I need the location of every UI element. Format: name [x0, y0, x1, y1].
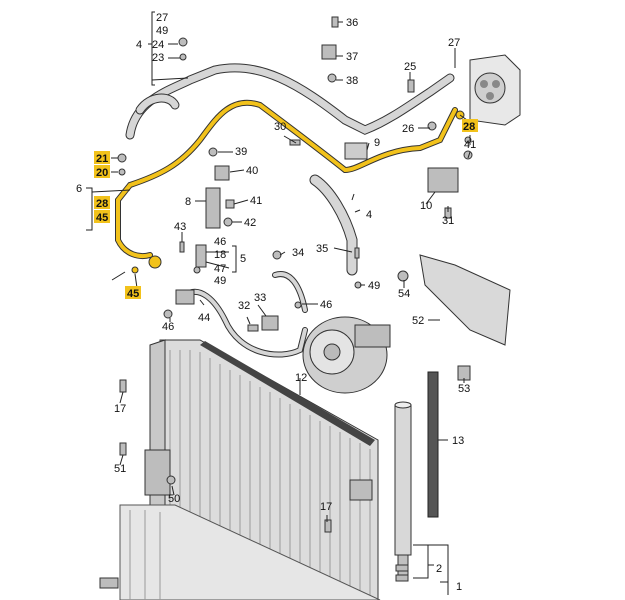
label-37: 37 — [346, 51, 358, 63]
label-18: 18 — [214, 249, 226, 261]
label-13: 13 — [452, 435, 464, 447]
label-31: 31 — [442, 215, 454, 227]
label-45: 45 — [96, 212, 108, 224]
label-42: 42 — [244, 217, 256, 229]
label-2: 2 — [436, 563, 442, 575]
label-46b: 46 — [320, 299, 332, 311]
label-35: 35 — [316, 243, 328, 255]
part-labels: 27 49 4 24 23 36 37 38 25 27 26 30 9 21 … — [76, 12, 476, 593]
label-34: 34 — [292, 247, 304, 259]
label-36: 36 — [346, 17, 358, 29]
compressor — [302, 316, 391, 394]
label-9: 9 — [374, 137, 380, 149]
label-12: 12 — [295, 372, 307, 384]
label-41: 41 — [250, 195, 262, 207]
label-32: 32 — [238, 300, 250, 312]
label-52: 52 — [412, 315, 424, 327]
condenser — [119, 339, 381, 600]
grey-hoses — [125, 63, 455, 358]
label-26: 26 — [402, 123, 414, 135]
label-33: 33 — [254, 292, 266, 304]
label-28: 28 — [96, 198, 108, 210]
label-27: 27 — [156, 12, 168, 24]
label-23: 23 — [152, 52, 164, 64]
label-27b: 27 — [448, 37, 460, 49]
label-53: 53 — [458, 383, 470, 395]
label-5: 5 — [240, 253, 246, 265]
bracket — [419, 254, 511, 346]
receiver-drier — [394, 401, 412, 576]
label-39: 39 — [235, 146, 247, 158]
label-50: 50 — [168, 493, 180, 505]
leader-lines — [86, 11, 471, 595]
label-4b: 4 — [366, 209, 372, 221]
label-6: 6 — [76, 183, 82, 195]
label-44: 44 — [198, 312, 210, 324]
highlighted-refrigerant-line — [115, 99, 458, 260]
label-4: 4 — [136, 39, 142, 51]
label-49b: 49 — [214, 275, 226, 287]
highlighted-oring — [131, 266, 139, 274]
label-30: 30 — [274, 121, 286, 133]
label-43: 43 — [174, 221, 186, 233]
label-49c: 49 — [368, 280, 380, 292]
label-1: 1 — [456, 581, 462, 593]
small-parts — [99, 16, 473, 589]
rubber-strip — [427, 371, 439, 518]
label-17: 17 — [114, 403, 126, 415]
label-46c: 46 — [162, 321, 174, 333]
label-8: 8 — [185, 196, 191, 208]
label-49: 49 — [156, 25, 168, 37]
label-highlights — [94, 119, 478, 299]
seal-strip — [200, 341, 375, 446]
label-21: 21 — [96, 153, 108, 165]
label-54: 54 — [398, 288, 410, 300]
label-10: 10 — [420, 200, 432, 212]
label-17b: 17 — [320, 501, 332, 513]
label-25: 25 — [404, 61, 416, 73]
label-24: 24 — [152, 39, 164, 51]
label-20: 20 — [96, 167, 108, 179]
label-40: 40 — [246, 165, 258, 177]
label-45b: 45 — [127, 288, 139, 300]
label-47: 47 — [214, 263, 226, 275]
expansion-valve — [469, 54, 521, 126]
label-46: 46 — [214, 236, 226, 248]
label-41b: 41 — [464, 139, 476, 151]
label-28b: 28 — [463, 121, 475, 133]
label-38: 38 — [346, 75, 358, 87]
highlighted-fitting — [148, 255, 162, 269]
label-51: 51 — [114, 463, 126, 475]
